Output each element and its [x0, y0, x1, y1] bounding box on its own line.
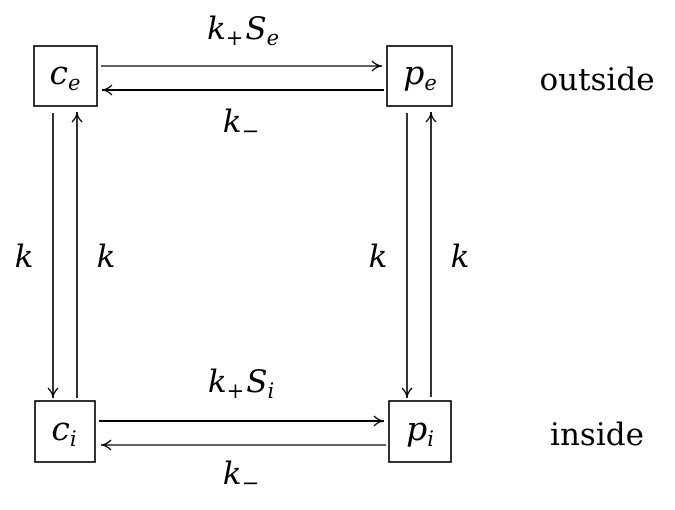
node-pe-box — [386, 45, 453, 107]
node-ci-label: ci — [51, 409, 76, 451]
label-right-up: k — [451, 239, 470, 275]
region-outside-label: outside — [539, 62, 654, 98]
arrows — [47, 60, 437, 451]
node-ce-label: ce — [50, 53, 81, 95]
node-pe: pe — [386, 45, 453, 107]
node-pe-label: pe — [403, 53, 437, 95]
label-right-down: k — [369, 239, 388, 275]
label-left-up: k — [97, 239, 116, 275]
label-top-forward: k+Se — [207, 11, 279, 50]
label-top-backward: k− — [223, 104, 259, 143]
region-inside-label: inside — [550, 417, 644, 453]
node-pi-box — [388, 400, 452, 463]
node-pi-label: pi — [406, 409, 434, 451]
label-bottom-forward: k+Si — [208, 364, 274, 403]
node-ci: ci — [34, 400, 96, 463]
node-ci-box — [34, 400, 96, 463]
node-ce-box — [33, 45, 98, 107]
label-left-down: k — [15, 239, 34, 275]
node-ce: ce — [33, 45, 98, 107]
label-bottom-backward: k− — [223, 456, 259, 495]
node-pi: pi — [388, 400, 452, 463]
